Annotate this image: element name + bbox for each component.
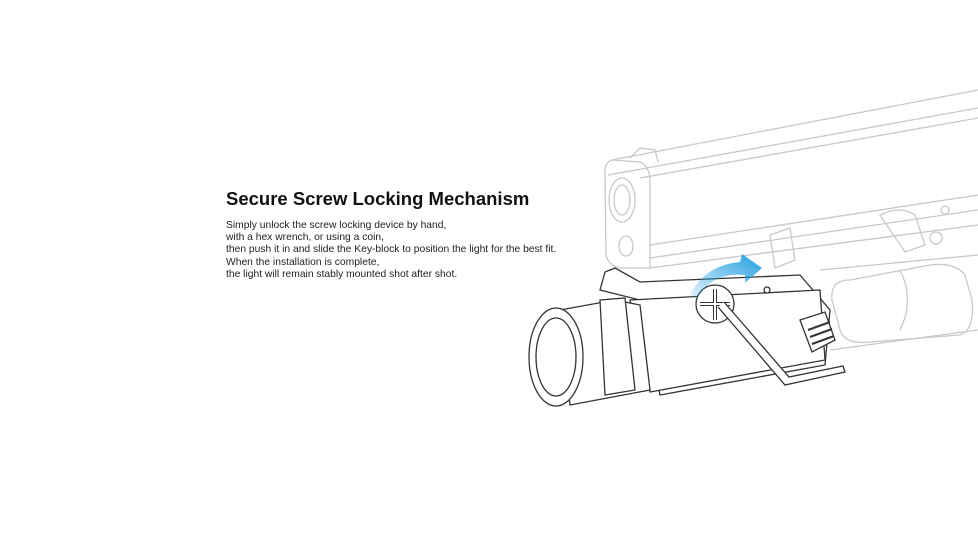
weapon-light-outline: [528, 267, 836, 407]
description-line: When the installation is complete,: [226, 256, 380, 268]
description: Simply unlock the screw locking device b…: [226, 220, 556, 281]
description-line: then push it in and slide the Key-block …: [226, 244, 557, 256]
hex-wrench: [717, 301, 846, 386]
section-heading: Secure Screw Locking Mechanism: [226, 188, 530, 209]
description-line: with a hex wrench, or using a coin,: [226, 232, 384, 244]
description-line: the light will remain stably mounted sho…: [226, 268, 458, 280]
rotate-arrow-icon: [690, 254, 762, 300]
description-line: Simply unlock the screw locking device b…: [226, 220, 447, 231]
pistol-outline: [604, 89, 978, 351]
